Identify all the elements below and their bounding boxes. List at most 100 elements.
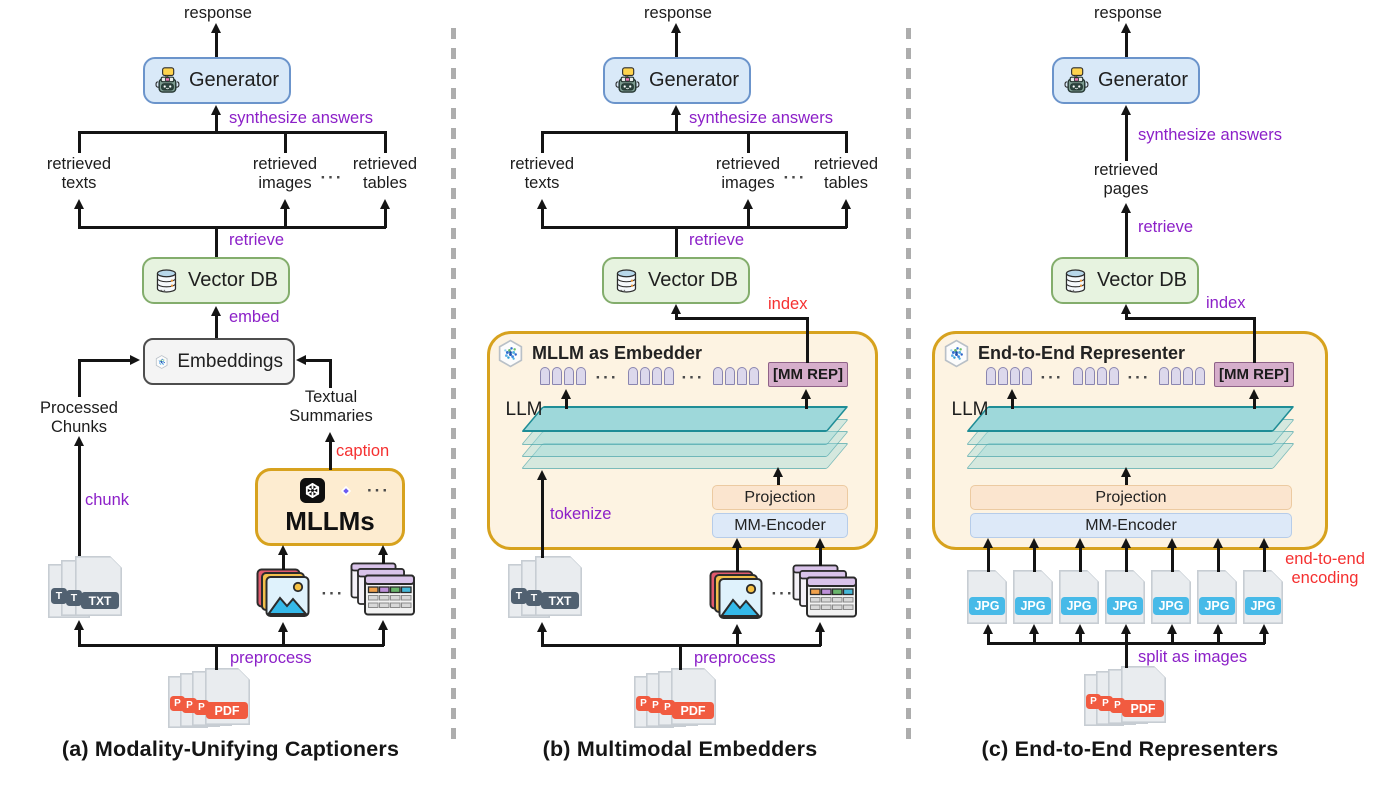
arrowhead-up-icon [671, 23, 681, 33]
token [1183, 367, 1193, 385]
arrowhead-up-icon [1029, 624, 1039, 634]
token [713, 367, 723, 385]
retrieved-texts-label: retrieved texts [492, 155, 592, 194]
file-tag: P [182, 698, 197, 713]
arrowhead-up-icon [1075, 624, 1085, 634]
flow-line [541, 131, 544, 153]
flow-line [1079, 546, 1082, 572]
vector-db-label: Vector DB [187, 269, 278, 291]
file-tag: JPG [1153, 597, 1189, 615]
flow-line [282, 630, 285, 646]
embedder-box-title: MLLM as Embedder [532, 343, 703, 363]
token [640, 367, 650, 385]
arrowhead-up-icon [1121, 538, 1131, 548]
ellipsis-icon: ··· [320, 168, 344, 187]
projection-box: Projection [712, 485, 848, 510]
flow-line [78, 359, 81, 397]
label-line: tables [823, 174, 869, 193]
flow-line [78, 131, 81, 153]
flow-line [747, 208, 750, 228]
token [1010, 367, 1020, 385]
ellipsis-icon: ··· [1127, 368, 1151, 387]
flow-line [284, 208, 287, 228]
flow-line [736, 546, 739, 572]
mm-rep-token: [MM REP] [768, 362, 848, 387]
arrowhead-up-icon [211, 23, 221, 33]
robot-icon [155, 62, 180, 100]
arrowhead-up-icon [74, 436, 84, 446]
vector-db-box: Vector DB [1051, 257, 1199, 304]
flow-line [1217, 632, 1220, 644]
arrowhead-up-icon [325, 432, 335, 442]
retrieved-texts-label: retrieved texts [29, 155, 129, 194]
flow-line [675, 31, 678, 57]
vector-db-label: Vector DB [1096, 269, 1187, 291]
embedding-scatter-icon [155, 347, 168, 377]
arrowhead-up-icon [1075, 538, 1085, 548]
token [576, 367, 586, 385]
flow-line [675, 312, 678, 318]
retrieve-label: retrieve [229, 231, 285, 249]
arrowhead-up-icon [773, 467, 783, 477]
response-label: response [184, 4, 252, 22]
flow-line [78, 359, 132, 362]
flow-line [1263, 546, 1266, 572]
database-icon [154, 263, 179, 299]
textual-summaries-label: Textual Summaries [272, 388, 390, 427]
flow-line [541, 630, 544, 646]
generator-label: Generator [1097, 69, 1188, 91]
arrowhead-up-icon [74, 620, 84, 630]
flow-line [736, 632, 739, 646]
label-line: retrieved [813, 155, 879, 173]
file-tag: TXT [541, 592, 579, 609]
flow-line [1171, 632, 1174, 644]
arrowhead-up-icon [841, 199, 851, 209]
token [628, 367, 638, 385]
token [564, 367, 574, 385]
token [652, 367, 662, 385]
pdf-files-icon: P P P PDF [168, 668, 264, 730]
arrowhead-up-icon [211, 306, 221, 316]
arrowhead-up-icon [732, 538, 742, 548]
flow-line [215, 314, 218, 338]
file-tag: T [66, 590, 82, 606]
jpg-file-icon: JPG [1151, 570, 1193, 624]
flow-line [284, 131, 287, 153]
file-tag: PDF [206, 702, 248, 719]
flow-line [215, 31, 218, 57]
generator-box: Generator [603, 57, 751, 104]
embed-label: embed [229, 308, 280, 326]
arrowhead-up-icon [1249, 389, 1259, 399]
flow-line [215, 644, 218, 670]
generator-box: Generator [143, 57, 291, 104]
file-tag: P [1086, 694, 1101, 709]
mllms-box: ··· MLLMs [255, 468, 405, 546]
file-tag: JPG [1199, 597, 1235, 615]
arrowhead-up-icon [801, 389, 811, 399]
file-tag: TXT [81, 592, 119, 609]
representer-box-title: End-to-End Representer [978, 343, 1186, 363]
processed-chunks-label: Processed Chunks [20, 399, 138, 438]
preprocess-label: preprocess [694, 649, 776, 667]
label-line: texts [524, 174, 560, 193]
arrowhead-up-icon [1121, 105, 1131, 115]
file-tag: PDF [1122, 700, 1164, 717]
vector-db-box: Vector DB [142, 257, 290, 304]
flow-line [78, 226, 386, 229]
flow-line [1253, 317, 1256, 363]
ellipsis-icon: ··· [595, 368, 619, 387]
arrowhead-up-icon [378, 545, 388, 555]
mm-encoder-box: MM-Encoder [970, 513, 1292, 538]
response-label: response [644, 4, 712, 22]
txt-files-icon: T T TXT [508, 556, 588, 620]
flow-line [541, 208, 544, 228]
mm-encoder-box: MM-Encoder [712, 513, 848, 538]
arrowhead-up-icon [537, 470, 547, 480]
response-label: response [1094, 4, 1162, 22]
file-tag: JPG [1061, 597, 1097, 615]
flow-line [675, 317, 808, 320]
retrieved-images-label: retrieved images [698, 155, 798, 194]
file-tag: JPG [969, 597, 1005, 615]
flow-line [845, 208, 848, 228]
flow-line [306, 359, 332, 362]
